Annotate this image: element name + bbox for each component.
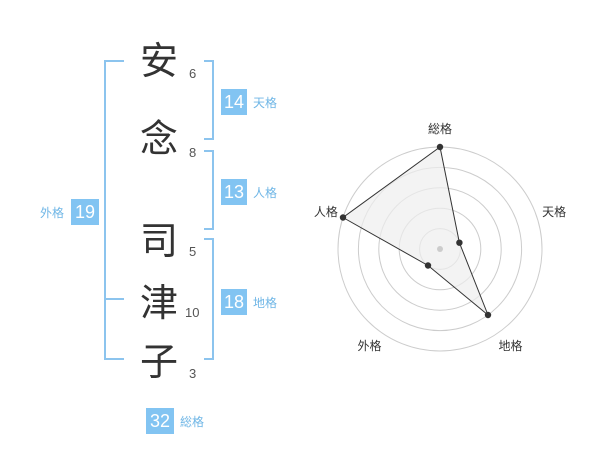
radar-axis-label-5: 人格 xyxy=(314,204,338,219)
radar-axis-label-1: 総格 xyxy=(428,121,452,136)
radar-polygon xyxy=(342,146,489,316)
name-char-4: 津 xyxy=(140,281,179,325)
gaikaku-value: 19 xyxy=(71,199,99,225)
jinkaku-bracket xyxy=(204,150,214,230)
radar-point-4 xyxy=(424,262,432,269)
radar-axis-label-3: 地格 xyxy=(498,338,522,353)
jinkaku-label: 人格 xyxy=(253,186,278,200)
stroke-count-3: 5 xyxy=(189,244,197,259)
radar-point-5 xyxy=(339,214,347,221)
radar-axis-label-4: 外格 xyxy=(357,338,381,353)
radar-point-2 xyxy=(456,239,463,246)
tenkaku-bracket xyxy=(204,60,214,140)
radar-center-dot xyxy=(437,246,443,252)
soukaku-label: 総格 xyxy=(180,415,205,429)
stroke-count-2: 8 xyxy=(189,145,197,160)
chikaku-value: 18 xyxy=(221,289,247,315)
tenkaku-label: 天格 xyxy=(253,96,278,110)
gaikaku-bracket xyxy=(104,60,124,360)
radar-point-3 xyxy=(484,311,492,319)
stroke-count-4: 10 xyxy=(185,305,200,320)
name-char-1: 安 xyxy=(140,39,179,83)
tenkaku-value: 14 xyxy=(221,89,247,115)
gaikaku-bracket-tick xyxy=(106,298,124,300)
chikaku-label: 地格 xyxy=(253,296,278,310)
jinkaku-value: 13 xyxy=(221,179,247,205)
name-char-5: 子 xyxy=(140,340,179,384)
stroke-count-5: 3 xyxy=(189,366,197,381)
gaikaku-label: 外格 xyxy=(40,206,65,220)
stroke-count-1: 6 xyxy=(189,66,197,81)
name-char-2: 念 xyxy=(140,117,179,161)
soukaku-value: 32 xyxy=(146,408,174,434)
chikaku-bracket xyxy=(204,238,214,360)
radar-axis-label-2: 天格 xyxy=(542,204,566,219)
name-char-3: 司 xyxy=(140,219,179,263)
radar-point-1 xyxy=(436,143,444,151)
